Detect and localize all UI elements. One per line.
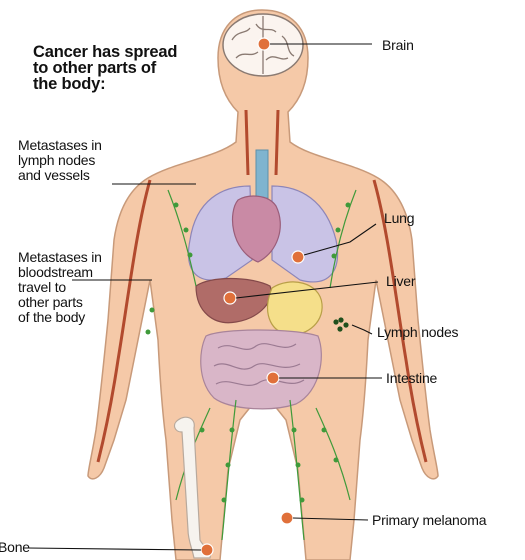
metastases-lymph-line-2: lymph nodes <box>18 153 102 168</box>
trachea <box>256 150 268 198</box>
diagram-title: Cancer has spread to other parts of the … <box>33 44 177 92</box>
lung-tumor <box>292 251 304 263</box>
metastases-lymph-line-3: and vessels <box>18 168 102 183</box>
metastases-blood-line-3: travel to <box>18 280 102 295</box>
metastases-blood-line-5: of the body <box>18 310 102 325</box>
intestine-organ <box>201 330 322 409</box>
liver-tumor <box>224 292 236 304</box>
title-line-3: the body: <box>33 76 177 92</box>
label-intestine: Intestine <box>386 371 437 386</box>
metastases-blood-line-4: other parts <box>18 295 102 310</box>
melanoma-tumor <box>281 512 293 524</box>
label-lymph-nodes: Lymph nodes <box>377 325 458 340</box>
label-primary-melanoma: Primary melanoma <box>372 513 486 528</box>
label-brain: Brain <box>382 38 414 53</box>
bone-tumor <box>201 544 213 556</box>
brain-tumor <box>258 38 270 50</box>
label-metastases-blood: Metastases in bloodstream travel to othe… <box>18 250 102 325</box>
title-line-2: to other parts of <box>33 60 177 76</box>
metastases-blood-line-2: bloodstream <box>18 265 102 280</box>
intestine-tumor <box>267 372 279 384</box>
metastases-lymph-line-1: Metastases in <box>18 138 102 153</box>
metastases-blood-line-1: Metastases in <box>18 250 102 265</box>
title-line-1: Cancer has spread <box>33 44 177 60</box>
label-bone: Bone <box>0 540 30 555</box>
label-liver: Liver <box>386 274 415 289</box>
label-metastases-lymph: Metastases in lymph nodes and vessels <box>18 138 102 183</box>
label-lung: Lung <box>384 211 414 226</box>
